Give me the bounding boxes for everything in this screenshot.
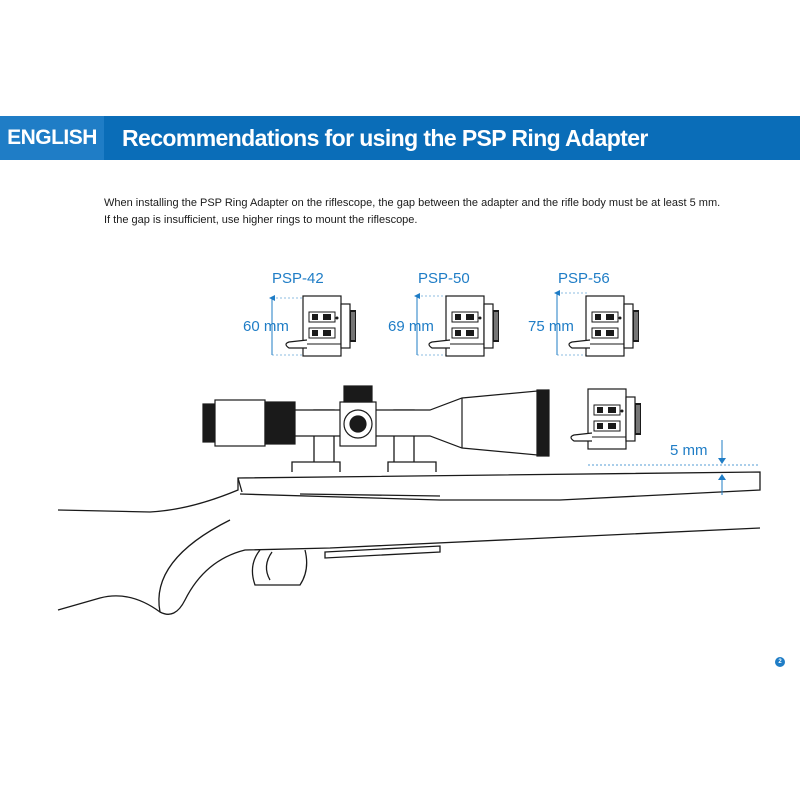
gap-label: 5 mm bbox=[670, 442, 708, 459]
riflescope bbox=[202, 385, 550, 457]
language-tab: ENGLISH bbox=[0, 116, 104, 160]
gap-indicator: 5 mm bbox=[588, 440, 760, 495]
adapter-psp-50: PSP-50 69 mm bbox=[388, 270, 500, 357]
section-header: ENGLISH Recommendations for using the PS… bbox=[0, 116, 800, 160]
adapter-height-label: 75 mm bbox=[528, 318, 574, 335]
rifle-illustration bbox=[57, 409, 761, 615]
intro-text: When installing the PSP Ring Adapter on … bbox=[104, 195, 764, 229]
intro-line-2: If the gap is insufficient, use higher r… bbox=[104, 214, 418, 226]
adapter-psp-42: PSP-42 60 mm bbox=[243, 270, 357, 357]
adapter-model-label: PSP-50 bbox=[418, 270, 470, 287]
mounting-diagram: PSP-42 60 mm PSP-50 69 mm PSP-56 75 mm bbox=[57, 270, 761, 615]
adapter-psp-56: PSP-56 75 mm bbox=[528, 270, 640, 357]
intro-line-1: When installing the PSP Ring Adapter on … bbox=[104, 197, 721, 209]
adapter-model-label: PSP-56 bbox=[558, 270, 610, 287]
page-title: Recommendations for using the PSP Ring A… bbox=[122, 125, 648, 151]
adapter-height-label: 69 mm bbox=[388, 318, 434, 335]
adapter-model-label: PSP-42 bbox=[272, 270, 324, 287]
page-number-badge: 2 bbox=[775, 657, 785, 667]
adapter-height-label: 60 mm bbox=[243, 318, 289, 335]
